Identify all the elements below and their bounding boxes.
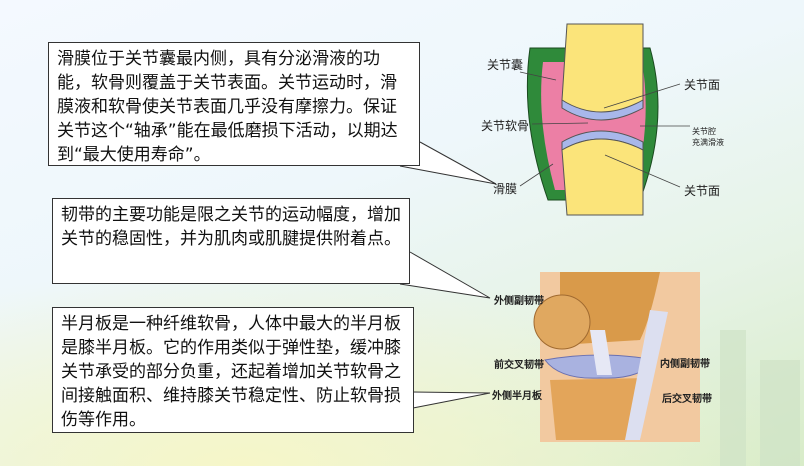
patella: [533, 294, 591, 350]
label-posterior-cruciate-ligament: 后交叉韧带: [662, 394, 712, 405]
tibia: [550, 378, 650, 440]
label-joint-cavity: 关节腔: [692, 127, 716, 136]
label-anterior-cruciate-ligament: 前交叉韧带: [494, 360, 544, 371]
background-building: [760, 360, 800, 466]
label-joint-capsule: 关节囊: [487, 58, 524, 72]
synovium-callout: 滑膜位于关节囊最内侧，具有分泌滑液的功能，软骨则覆盖于关节表面。关节运动时，滑膜…: [48, 42, 420, 166]
label-lateral-meniscus: 外侧半月板: [492, 391, 542, 402]
label-medial-collateral-ligament: 内侧副韧带: [660, 359, 710, 370]
lower-bone: [561, 138, 644, 216]
callout-text: 韧带的主要功能是限之关节的运动幅度，增加关节的稳固性，并为肌肉或肌腱提供附着点。: [61, 205, 401, 249]
label-lateral-collateral-ligament: 外侧副韧带: [494, 296, 544, 307]
upper-cartilage: [561, 99, 644, 121]
cruciate-ligament: [590, 330, 612, 375]
callout-text: 滑膜位于关节囊最内侧，具有分泌滑液的功能，软骨则覆盖于关节表面。关节运动时，滑膜…: [57, 49, 398, 165]
joint-diagram: [519, 23, 690, 216]
label-articular-surface-bottom: 关节面: [684, 184, 721, 198]
meniscus-callout: 半月板是一种纤维软骨，人体中最大的半月板是膝半月板。它的作用类似于弹性垫，缓冲膝…: [52, 307, 414, 433]
callout-text: 半月板是一种纤维软骨，人体中最大的半月板是膝半月板。它的作用类似于弹性垫，缓冲膝…: [61, 314, 401, 430]
label-articular-cartilage: 关节软骨: [481, 119, 530, 133]
knee-diagram: [533, 272, 700, 442]
medial-ligament: [625, 310, 668, 440]
label-synovial-fluid: 充满滑液: [692, 138, 724, 147]
label-articular-surface-top: 关节面: [684, 78, 721, 92]
label-synovium: 滑膜: [493, 182, 518, 196]
ligament-callout: 韧带的主要功能是限之关节的运动幅度，增加关节的稳固性，并为肌肉或肌腱提供附着点。: [52, 198, 410, 284]
background-building: [720, 330, 746, 466]
upper-bone: [561, 23, 644, 116]
callout-tails: [399, 141, 497, 409]
